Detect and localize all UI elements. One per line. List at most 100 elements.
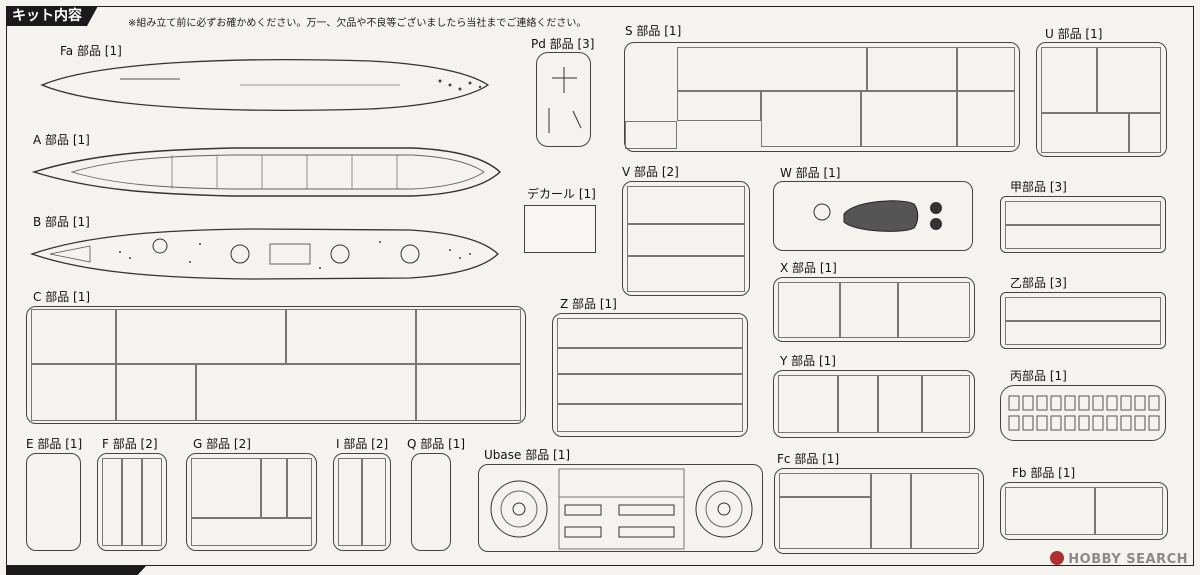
sprue-s-cell xyxy=(761,91,861,147)
sprue-f-cell xyxy=(122,458,142,546)
sprue-q xyxy=(411,453,451,551)
sprue-fc-cell xyxy=(871,473,911,549)
sprue-kou-cell xyxy=(1005,201,1161,225)
label-g: G 部品 [2] xyxy=(193,437,251,451)
sprue-f xyxy=(97,453,167,551)
sprue-kou-cell xyxy=(1005,225,1161,249)
label-otsu: 乙部品 [3] xyxy=(1010,276,1067,290)
part-a-hull xyxy=(31,147,502,197)
sprue-x-cell xyxy=(840,282,898,338)
sprue-v-cell xyxy=(627,256,745,292)
sprue-g-cell xyxy=(261,458,287,518)
sprue-s-cell xyxy=(625,121,677,149)
hobby-search-icon xyxy=(1050,551,1065,565)
sprue-i xyxy=(333,453,391,551)
sprue-g-cell xyxy=(191,458,261,518)
label-q: Q 部品 [1] xyxy=(407,437,466,451)
label-w: W 部品 [1] xyxy=(780,166,841,180)
sprue-x xyxy=(773,277,975,342)
sprue-pd xyxy=(536,52,591,147)
bridge-deck-icon xyxy=(813,200,942,232)
label-e: E 部品 [1] xyxy=(26,437,83,451)
next-section-header xyxy=(6,566,146,575)
label-i: I 部品 [2] xyxy=(336,437,389,451)
sprue-s-cell xyxy=(867,47,957,91)
sprue-u xyxy=(1036,42,1167,157)
hei-parts-icon xyxy=(1008,395,1160,431)
sprue-x-cell xyxy=(778,282,840,338)
sprue-y-cell xyxy=(922,375,970,433)
sprue-g-cell xyxy=(287,458,312,518)
label-u: U 部品 [1] xyxy=(1045,27,1103,41)
hobby-search-logo: HOBBY SEARCH xyxy=(1050,551,1188,567)
label-hei: 丙部品 [1] xyxy=(1010,369,1067,383)
label-c: C 部品 [1] xyxy=(33,290,91,304)
sprue-s-cell xyxy=(861,91,957,147)
sprue-otsu-cell xyxy=(1005,297,1161,321)
sprue-c-cell xyxy=(31,309,116,364)
sprue-s xyxy=(624,42,1020,152)
label-pd: Pd 部品 [3] xyxy=(531,37,595,51)
sprue-c-cell xyxy=(286,309,416,364)
label-fc: Fc 部品 [1] xyxy=(777,452,840,466)
sprue-kou xyxy=(1000,196,1166,253)
sprue-s-cell xyxy=(677,47,867,91)
sprue-y-cell xyxy=(838,375,878,433)
part-b-deck xyxy=(30,228,499,280)
logo-text: HOBBY SEARCH xyxy=(1068,552,1188,567)
sprue-y-cell xyxy=(878,375,922,433)
label-decal: デカール [1] xyxy=(527,187,596,201)
label-v: V 部品 [2] xyxy=(622,165,679,179)
label-kou: 甲部品 [3] xyxy=(1010,180,1067,194)
sprue-c-cell xyxy=(416,364,521,421)
sprue-s-cell xyxy=(677,91,761,121)
sprue-c xyxy=(26,306,526,424)
sprue-v xyxy=(622,181,750,296)
label-b: B 部品 [1] xyxy=(33,215,90,229)
sprue-fc-cell xyxy=(779,497,871,549)
seaplane-icon xyxy=(548,67,582,133)
sprue-fc-cell xyxy=(779,473,871,497)
sprue-fb-cell xyxy=(1095,487,1163,535)
sprue-w xyxy=(773,181,973,251)
part-fa-deck xyxy=(40,58,490,112)
sprue-hei xyxy=(1000,385,1166,441)
section-header: キット内容 xyxy=(6,6,98,26)
sprue-x-cell xyxy=(898,282,970,338)
kit-contents-frame xyxy=(6,6,1194,566)
sprue-s-cell xyxy=(957,91,1015,147)
sprue-c-cell xyxy=(416,309,521,364)
sprue-z-cell xyxy=(557,318,743,348)
sprue-fb xyxy=(1000,482,1168,540)
sprue-v-cell xyxy=(627,224,745,256)
ubase-icon xyxy=(490,468,753,550)
decal-sheet xyxy=(524,205,596,253)
sprue-v-cell xyxy=(627,186,745,224)
sprue-y xyxy=(773,370,975,438)
label-f: F 部品 [2] xyxy=(102,437,158,451)
sprue-u-cell xyxy=(1129,113,1161,153)
sprue-f-cell xyxy=(102,458,122,546)
sprue-f-cell xyxy=(142,458,162,546)
sprue-i-cell xyxy=(362,458,386,546)
sprue-c-cell xyxy=(116,309,286,364)
label-s: S 部品 [1] xyxy=(625,24,682,38)
label-fa: Fa 部品 [1] xyxy=(60,44,122,58)
label-y: Y 部品 [1] xyxy=(780,354,836,368)
label-fb: Fb 部品 [1] xyxy=(1012,466,1076,480)
sprue-y-cell xyxy=(778,375,838,433)
sprue-fb-cell xyxy=(1005,487,1095,535)
sprue-z-cell xyxy=(557,374,743,404)
sprue-c-cell xyxy=(196,364,416,421)
sprue-otsu-cell xyxy=(1005,321,1161,345)
sprue-fc xyxy=(774,468,984,554)
sprue-otsu xyxy=(1000,292,1166,349)
label-ubase: Ubase 部品 [1] xyxy=(484,448,571,462)
sprue-s-cell xyxy=(957,47,1015,91)
sprue-fc-cell xyxy=(911,473,979,549)
sprue-z-cell xyxy=(557,404,743,432)
sprue-ubase xyxy=(478,464,763,552)
sprue-u-cell xyxy=(1041,113,1129,153)
sprue-g xyxy=(186,453,317,551)
sprue-c-cell xyxy=(116,364,196,421)
